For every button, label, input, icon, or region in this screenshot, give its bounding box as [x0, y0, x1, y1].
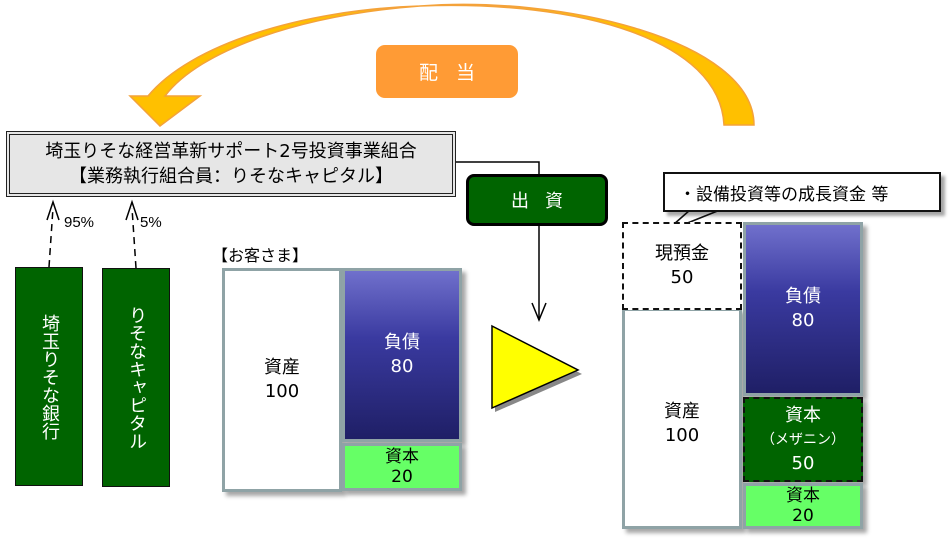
after-mezzanine-value: 50 — [791, 452, 815, 474]
transition-triangle — [491, 324, 580, 410]
before-equity-block: 資本 20 — [342, 443, 462, 491]
bank-arrowhead — [46, 199, 60, 221]
dividend-curved-arrow — [128, 3, 755, 127]
investment-label: 出資 — [466, 174, 608, 226]
investor-capital: りそなキャピタル — [102, 268, 170, 487]
after-equity-block: 資本 20 — [743, 483, 863, 529]
after-liability-label: 負債 — [785, 286, 821, 307]
after-cash-value: 50 — [670, 267, 694, 288]
fund-gp: 【業務執行組合員：りそなキャピタル】 — [69, 166, 393, 187]
after-mezzanine-block: 資本 （メザニン） 50 — [743, 397, 863, 482]
customer-label: 【お客さま】 — [212, 246, 309, 265]
capital-share-arrow — [131, 207, 137, 269]
capital-share: 5% — [140, 214, 162, 231]
after-liability-value: 80 — [791, 310, 815, 331]
investment-arrowhead — [531, 302, 547, 322]
after-liability-block: 負債 80 — [743, 222, 863, 396]
dividend-label: 配当 — [376, 45, 518, 98]
before-asset-label: 資産 — [264, 357, 300, 378]
before-liability-value: 80 — [390, 356, 414, 377]
before-liability-label: 負債 — [384, 332, 420, 353]
bank-share: 95% — [64, 214, 95, 231]
before-asset-value: 100 — [264, 381, 300, 402]
after-mezzanine-label: 資本 — [785, 404, 821, 426]
after-cash-block: 現預金 50 — [622, 222, 742, 310]
before-equity-value: 20 — [391, 467, 413, 487]
after-asset-block: 資産 100 — [622, 308, 742, 529]
bank-share-arrow — [48, 207, 54, 268]
after-equity-label: 資本 — [786, 486, 820, 506]
fund-to-investment-line — [456, 161, 540, 174]
after-cash-label: 現預金 — [655, 243, 709, 264]
investor-bank: 埼玉りそな銀行 — [15, 267, 83, 486]
after-asset-value: 100 — [664, 424, 700, 446]
before-asset-block: 資産 100 — [222, 268, 342, 492]
before-equity-label: 資本 — [385, 447, 419, 467]
before-liability-block: 負債 80 — [342, 268, 462, 442]
after-equity-value: 20 — [792, 506, 814, 526]
fund-name: 埼玉りそな経営革新サポート2号投資事業組合 — [45, 141, 417, 162]
after-asset-label: 資産 — [664, 400, 700, 422]
capital-arrowhead — [125, 199, 139, 221]
fund-box: 埼玉りそな経営革新サポート2号投資事業組合 【業務執行組合員：りそなキャピタル】 — [6, 131, 456, 197]
after-mezzanine-sublabel: （メザニン） — [761, 431, 845, 448]
growth-funds-callout: ・設備投資等の成長資金 等 — [663, 172, 941, 212]
